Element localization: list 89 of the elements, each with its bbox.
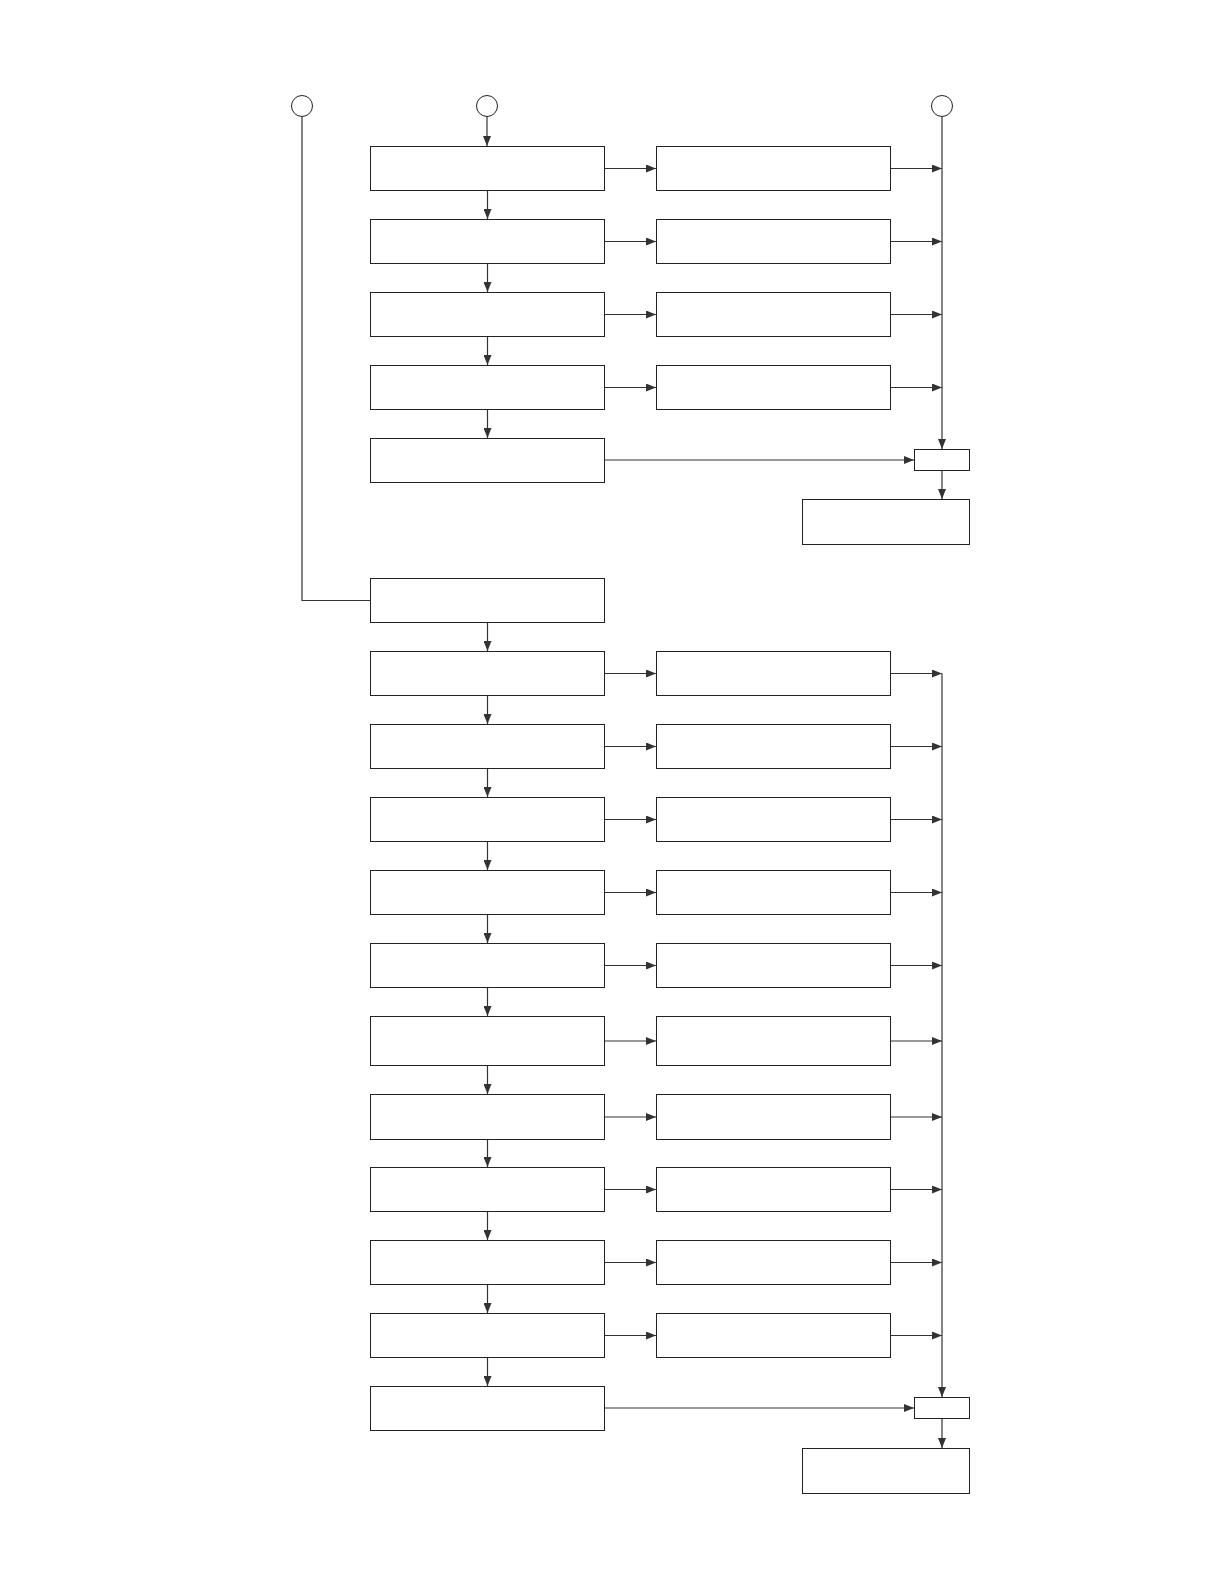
arrow bbox=[604, 815, 657, 824]
arrow bbox=[890, 669, 943, 678]
process-box bbox=[370, 578, 605, 623]
arrow bbox=[483, 1065, 492, 1095]
arrow bbox=[604, 1258, 657, 1267]
process-box bbox=[656, 1167, 891, 1212]
arrow bbox=[604, 456, 915, 464]
arrow bbox=[890, 383, 943, 392]
process-box bbox=[656, 365, 891, 410]
arrow bbox=[604, 164, 657, 173]
arrow bbox=[938, 1418, 946, 1449]
process-box bbox=[656, 797, 891, 842]
arrow bbox=[483, 116, 491, 147]
arrow bbox=[890, 1258, 943, 1267]
process-box bbox=[656, 1240, 891, 1285]
process-box bbox=[370, 1386, 605, 1431]
connector-line bbox=[301, 116, 371, 602]
arrow bbox=[604, 1404, 915, 1412]
arrow bbox=[604, 888, 657, 897]
process-box bbox=[656, 870, 891, 915]
process-box bbox=[370, 1016, 605, 1066]
arrow bbox=[938, 116, 946, 450]
arrow bbox=[890, 1037, 943, 1045]
arrow bbox=[604, 1331, 657, 1340]
process-box bbox=[370, 1167, 605, 1212]
arrow bbox=[604, 1037, 657, 1045]
process-box bbox=[370, 365, 605, 410]
process-box bbox=[656, 292, 891, 337]
arrow bbox=[604, 237, 657, 246]
arrow bbox=[604, 1185, 657, 1194]
arrow bbox=[483, 263, 492, 293]
connector-circle bbox=[291, 95, 313, 117]
arrow bbox=[604, 1113, 657, 1121]
process-box bbox=[370, 651, 605, 696]
process-box bbox=[370, 1313, 605, 1358]
arrow bbox=[938, 672, 946, 1398]
arrow bbox=[890, 310, 943, 319]
arrow bbox=[483, 1211, 492, 1241]
process-box bbox=[370, 1094, 605, 1140]
process-box bbox=[656, 724, 891, 769]
arrow bbox=[890, 888, 943, 897]
arrow bbox=[938, 470, 946, 500]
arrow bbox=[483, 695, 492, 725]
process-box bbox=[914, 449, 970, 471]
arrow bbox=[890, 1331, 943, 1340]
arrow bbox=[483, 841, 492, 871]
process-box bbox=[656, 1313, 891, 1358]
arrow bbox=[483, 1139, 492, 1168]
process-box bbox=[802, 1448, 970, 1494]
arrow bbox=[890, 742, 943, 751]
arrow bbox=[483, 336, 492, 366]
process-box bbox=[656, 219, 891, 264]
process-box bbox=[370, 1240, 605, 1285]
arrow bbox=[483, 1357, 492, 1387]
arrow bbox=[890, 164, 943, 173]
arrow bbox=[483, 190, 492, 220]
arrow bbox=[483, 622, 492, 652]
process-box bbox=[656, 1016, 891, 1066]
process-box bbox=[370, 438, 605, 483]
arrow bbox=[604, 310, 657, 319]
process-box bbox=[370, 292, 605, 337]
arrow bbox=[890, 237, 943, 246]
process-box bbox=[370, 724, 605, 769]
connector-circle bbox=[476, 95, 498, 117]
arrow bbox=[604, 383, 657, 392]
arrow bbox=[890, 1113, 943, 1121]
process-box bbox=[370, 146, 605, 191]
process-box bbox=[802, 499, 970, 545]
arrow bbox=[604, 669, 657, 678]
arrow bbox=[483, 1284, 492, 1314]
arrow bbox=[483, 987, 492, 1017]
process-box bbox=[370, 219, 605, 264]
arrow bbox=[890, 1185, 943, 1194]
arrow bbox=[483, 914, 492, 944]
process-box bbox=[914, 1397, 970, 1419]
process-box bbox=[656, 1094, 891, 1140]
arrow bbox=[890, 815, 943, 824]
arrow bbox=[483, 768, 492, 798]
arrow bbox=[890, 961, 943, 970]
process-box bbox=[656, 943, 891, 988]
process-box bbox=[370, 870, 605, 915]
arrow bbox=[604, 961, 657, 970]
process-box bbox=[370, 797, 605, 842]
process-box bbox=[656, 651, 891, 696]
process-box bbox=[370, 943, 605, 988]
arrow bbox=[483, 409, 492, 439]
process-box bbox=[656, 146, 891, 191]
connector-circle bbox=[931, 95, 953, 117]
arrow bbox=[604, 742, 657, 751]
